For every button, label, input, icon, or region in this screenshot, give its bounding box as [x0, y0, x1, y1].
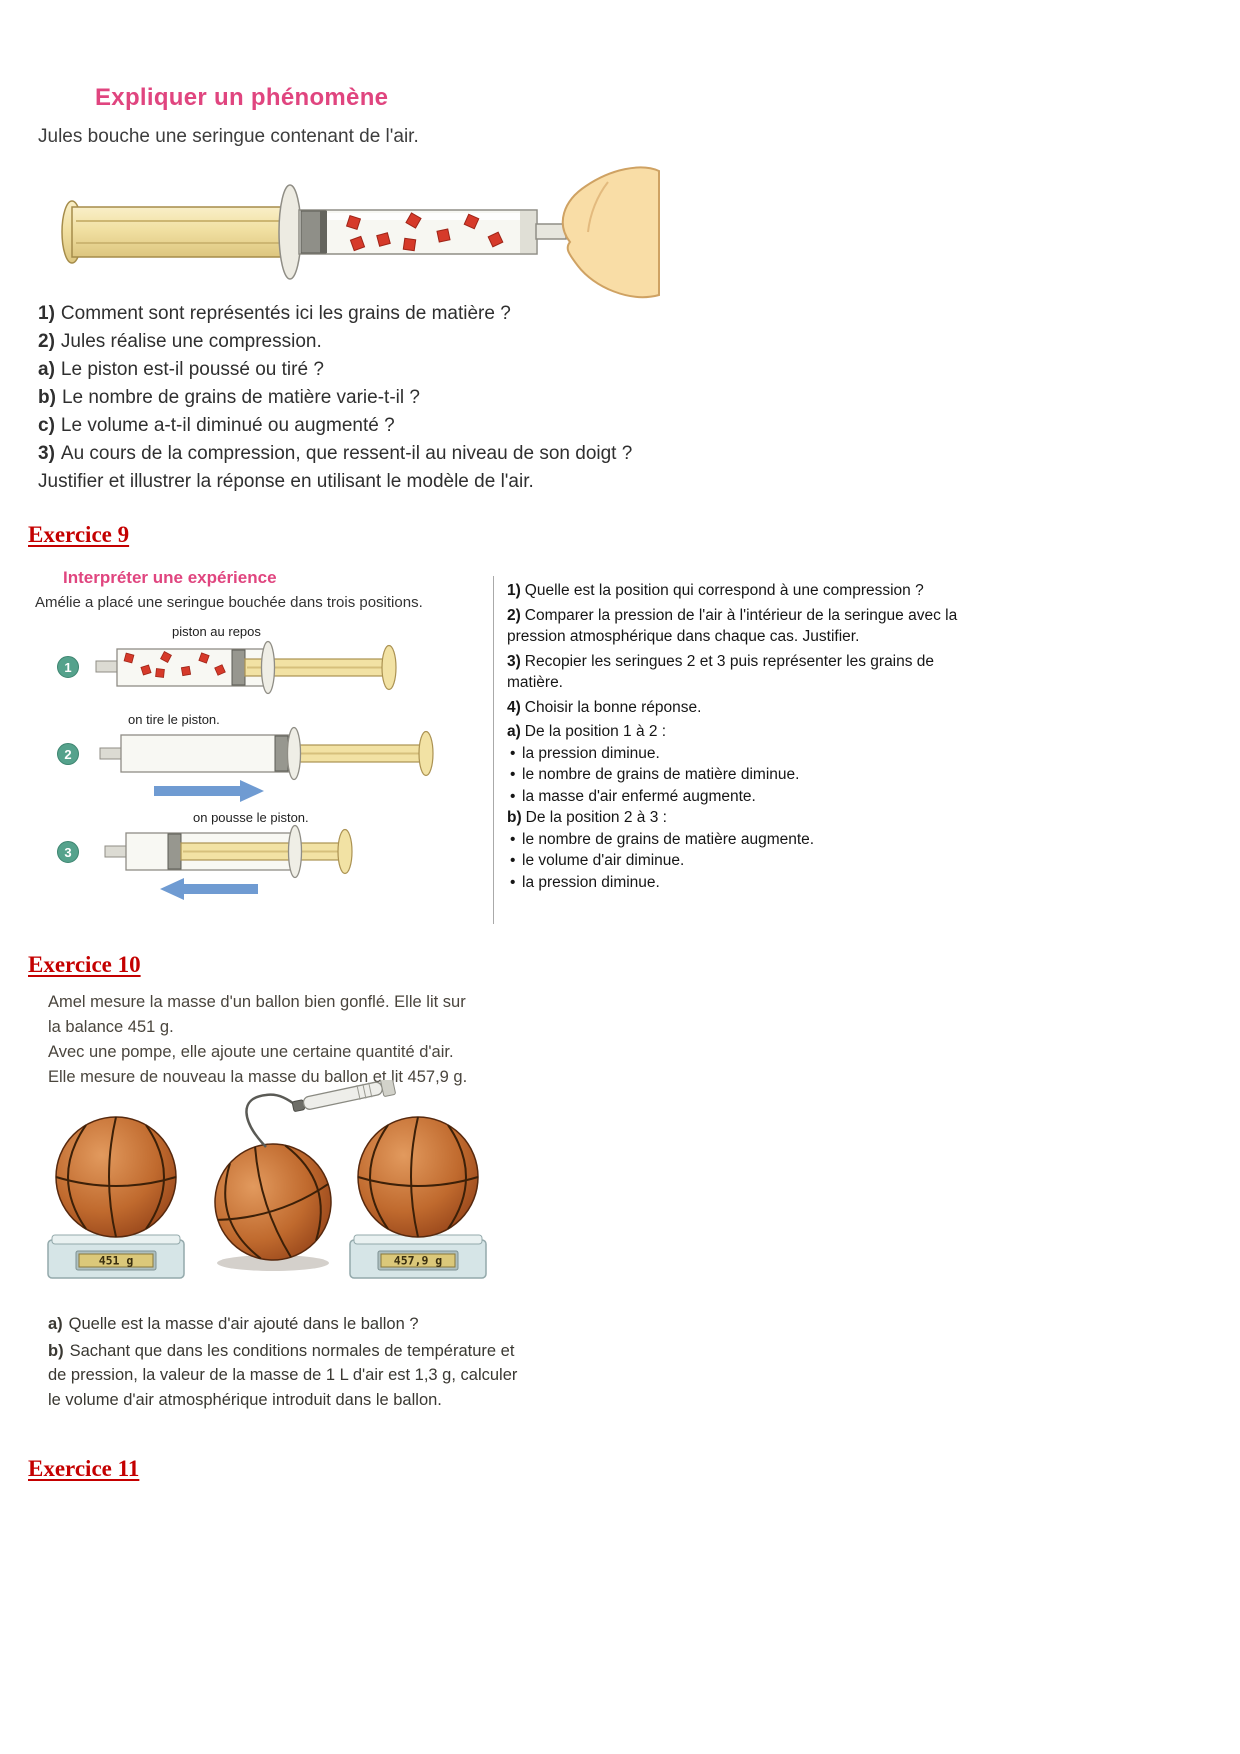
expliquer-questions: 1)Comment sont représentés ici les grain… — [38, 300, 638, 496]
exercice9-questions: 1)Quelle est la position qui correspond … — [507, 580, 972, 893]
syringe-3-illustration — [104, 824, 353, 900]
basketball-left — [55, 1116, 177, 1238]
option-item: la pression diminue. — [507, 743, 972, 765]
flange — [260, 640, 276, 695]
plunger-seal — [300, 210, 327, 254]
scale-left: 451 g — [47, 1234, 185, 1279]
nozzle — [104, 845, 127, 858]
basketball-middle — [214, 1143, 332, 1261]
barrel — [120, 734, 292, 773]
exercice9-title: Exercice 9 — [28, 522, 130, 547]
basketball-illustration: 451 g 457,9 g — [47, 1080, 487, 1279]
plunger-seal — [167, 833, 182, 870]
push-arrow-icon — [160, 878, 258, 900]
question-line: c)Le volume a-t-il diminué ou augmenté ? — [38, 415, 395, 436]
position-1-badge: 1 — [57, 656, 79, 678]
syringe-2-illustration — [99, 726, 434, 802]
question-line: 3)Recopier les seringues 2 et 3 puis rep… — [507, 652, 935, 692]
intro-line: Avec une pompe, elle ajoute une certaine… — [48, 1043, 454, 1061]
exercice10-intro: Amel mesure la masse d'un ballon bien go… — [48, 990, 578, 1090]
question-line: 3)Au cours de la compression, que ressen… — [38, 443, 633, 492]
exercice9-heading: Interpréter une expérience — [63, 568, 277, 587]
nozzle — [535, 223, 567, 240]
exercice10-questions: a)Quelle est la masse d'air ajouté dans … — [48, 1312, 526, 1414]
plunger-seal — [274, 735, 289, 772]
air-particles — [123, 651, 226, 678]
syringe1-label: piston au repos — [172, 624, 261, 639]
question-line: 2)Comparer la pression de l'air à l'inté… — [507, 606, 958, 646]
plunger-seal — [231, 649, 246, 686]
scale-right-display: 457,9 g — [394, 1254, 443, 1268]
exercice9-intro: Amélie a placé une seringue bouchée dans… — [35, 594, 423, 611]
syringe3-label: on pousse le piston. — [193, 810, 309, 825]
capped-syringe-illustration — [61, 166, 660, 299]
plunger-endcap — [337, 828, 353, 875]
question-line: a)Quelle est la masse d'air ajouté dans … — [48, 1315, 419, 1333]
option-item: la pression diminue. — [507, 872, 972, 894]
intro-line: la balance 451 g. — [48, 1018, 174, 1036]
scale-right: 457,9 g — [349, 1234, 487, 1279]
nozzle — [99, 747, 122, 760]
choice-a-label: a)De la position 1 à 2 : — [507, 723, 667, 740]
exercice9-block: Interpréter une expérience Amélie a plac… — [0, 560, 990, 932]
pull-arrow-icon — [154, 780, 264, 802]
question-line: 1)Quelle est la position qui correspond … — [507, 582, 924, 599]
flange — [287, 824, 303, 879]
thumb — [561, 166, 660, 299]
question-line: 4)Choisir la bonne réponse. — [507, 698, 702, 716]
flange — [278, 184, 302, 280]
option-item: la masse d'air enfermé augmente. — [507, 786, 972, 808]
position-2-badge: 2 — [57, 743, 79, 765]
option-item: le nombre de grains de matière diminue. — [507, 764, 972, 786]
flange — [286, 726, 302, 781]
section-expliquer-heading: Expliquer un phénomène — [95, 84, 389, 111]
intro-line: Amel mesure la masse d'un ballon bien go… — [48, 993, 466, 1011]
question-line: 1)Comment sont représentés ici les grain… — [38, 303, 511, 324]
question-line: b)Sachant que dans les conditions normal… — [48, 1341, 518, 1409]
option-item: le volume d'air diminue. — [507, 850, 972, 872]
choice-b-label: b)De la position 2 à 3 : — [507, 809, 667, 826]
plunger-rod — [61, 200, 285, 264]
nozzle — [95, 660, 118, 673]
plunger-endcap — [381, 644, 397, 691]
column-divider — [493, 576, 494, 924]
syringe2-label: on tire le piston. — [128, 712, 220, 727]
intro-line: Elle mesure de nouveau la masse du ballo… — [48, 1068, 468, 1086]
exercice11-title: Exercice 11 — [28, 1456, 140, 1481]
position-3-badge: 3 — [57, 841, 79, 863]
exercice10-title: Exercice 10 — [28, 952, 141, 977]
question-line: b)Le nombre de grains de matière varie-t… — [38, 387, 420, 408]
basketball-right — [357, 1116, 479, 1238]
air-particles — [345, 212, 504, 252]
plunger-endcap — [418, 730, 434, 777]
question-line: 2)Jules réalise une compression. — [38, 331, 322, 352]
expliquer-intro: Jules bouche une seringue contenant de l… — [38, 126, 419, 147]
scale-left-display: 451 g — [99, 1254, 134, 1268]
pump — [245, 1080, 396, 1148]
syringe-1-illustration — [95, 640, 397, 695]
question-line: a)Le piston est-il poussé ou tiré ? — [38, 359, 324, 380]
option-item: le nombre de grains de matière augmente. — [507, 829, 972, 851]
